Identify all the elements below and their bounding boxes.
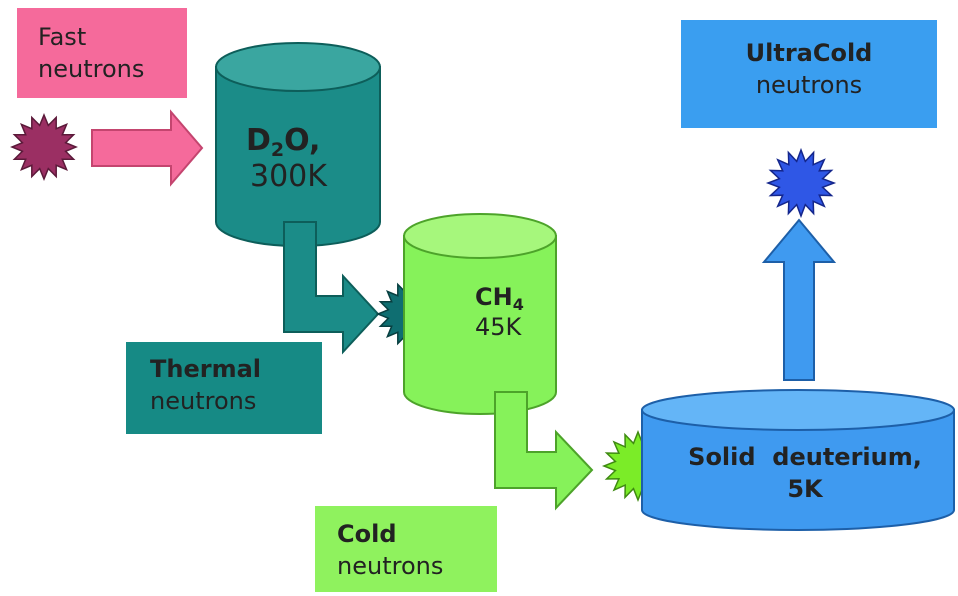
fast-arrow <box>91 109 204 187</box>
cold-label-line2: neutrons <box>337 552 444 580</box>
ultracold-neutrons-box <box>681 20 937 128</box>
d2o-temp: 300K <box>250 159 327 194</box>
fast-neutron-star-icon <box>10 113 78 181</box>
thermal-label-line2: neutrons <box>150 387 257 415</box>
fast-label-line1: Fast <box>38 23 87 51</box>
d2o-vessel <box>215 42 381 247</box>
d2o-formula: D2O, <box>246 123 321 162</box>
ultracold-label-line2: neutrons <box>755 71 863 99</box>
deuterium-vessel <box>641 389 955 531</box>
thermal-arrow <box>283 221 380 355</box>
ch4-temp: 45K <box>475 313 522 341</box>
ch4-vessel <box>403 213 557 415</box>
cold-arrow <box>494 391 594 511</box>
ultracold-neutron-star-icon <box>765 147 837 219</box>
deuterium-temp: 5K <box>787 475 823 503</box>
fast-neutrons-box <box>17 8 187 98</box>
ultracold-label-line1: UltraCold <box>745 39 873 67</box>
ultracold-arrow <box>761 218 837 381</box>
thermal-neutrons-box <box>126 342 322 434</box>
cold-label-line1: Cold <box>337 520 397 548</box>
fast-label-line2: neutrons <box>38 55 145 83</box>
cold-neutrons-box <box>315 506 497 592</box>
deuterium-name: Solid deuterium, <box>688 443 922 471</box>
thermal-label-line1: Thermal <box>150 355 261 383</box>
ch4-formula: CH4 <box>475 283 524 314</box>
